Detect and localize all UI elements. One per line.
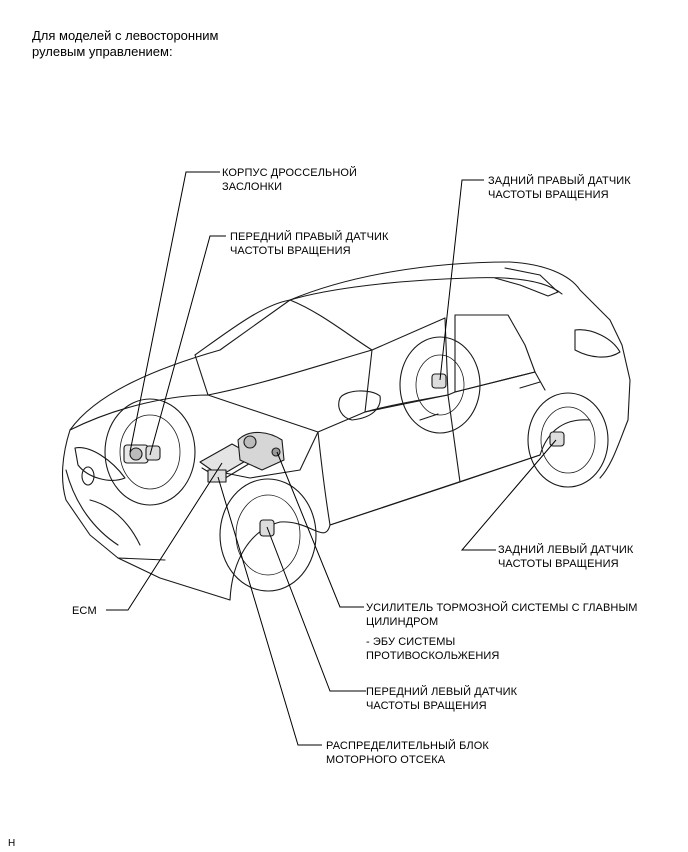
front-right-wheel-inner bbox=[119, 414, 181, 490]
label-rear-right-sensor-line-2: ЧАСТОТЫ ВРАЩЕНИЯ bbox=[488, 189, 609, 201]
car-lower-body bbox=[117, 419, 591, 601]
label-engine-relay-block: РАСПРЕДЕЛИТЕЛЬНЫЙ БЛОК МОТОРНОГО ОТСЕКА bbox=[326, 739, 489, 767]
car-grille bbox=[65, 469, 141, 546]
label-front-right-sensor: ПЕРЕДНИЙ ПРАВЫЙ ДАТЧИК ЧАСТОТЫ ВРАЩЕНИЯ bbox=[230, 230, 389, 258]
car-windshield bbox=[194, 299, 373, 396]
front-left-wheel-inner bbox=[235, 494, 301, 576]
car-hood bbox=[69, 394, 319, 479]
throttle-body-part bbox=[123, 444, 149, 464]
leader-front-right-sensor bbox=[149, 235, 226, 456]
label-brake-booster-sub-2: ПРОТИВОСКОЛЬЖЕНИЯ bbox=[366, 650, 500, 662]
leader-throttle-body bbox=[129, 171, 220, 453]
car-roof-line bbox=[289, 277, 563, 301]
label-front-left-sensor-line-2: ЧАСТОТЫ ВРАЩЕНИЯ bbox=[366, 700, 487, 712]
car-side-window-rear bbox=[454, 314, 536, 393]
label-front-left-sensor-line-1: ПЕРЕДНИЙ ЛЕВЫЙ ДАТЧИК bbox=[366, 686, 518, 698]
label-rear-left-sensor-line-2: ЧАСТОТЫ ВРАЩЕНИЯ bbox=[498, 558, 619, 570]
front-right-sensor-part bbox=[145, 445, 161, 461]
label-rear-left-sensor: ЗАДНИЙ ЛЕВЫЙ ДАТЧИК ЧАСТОТЫ ВРАЩЕНИЯ bbox=[498, 543, 633, 571]
car-door-handles bbox=[419, 381, 541, 421]
rear-right-wheel bbox=[399, 336, 481, 434]
leader-ecm bbox=[106, 462, 223, 611]
page-heading: Для моделей с левосторонним рулевым упра… bbox=[32, 28, 218, 60]
heading-line-2: рулевым управлением: bbox=[32, 44, 173, 59]
car-rear-spoiler bbox=[494, 267, 559, 297]
label-engine-relay-block-line-1: РАСПРЕДЕЛИТЕЛЬНЫЙ БЛОК bbox=[326, 740, 489, 752]
label-throttle-body-line-1: КОРПУС ДРОССЕЛЬНОЙ bbox=[222, 167, 358, 179]
leader-engine-relay-block bbox=[217, 476, 322, 746]
rear-left-wheel bbox=[527, 392, 609, 488]
label-brake-booster-line-1: УСИЛИТЕЛЬ ТОРМОЗНОЙ СИСТЕМЫ С ГЛАВНЫМ bbox=[366, 602, 638, 614]
car-body-outline bbox=[62, 261, 631, 601]
leader-front-left-sensor bbox=[266, 526, 366, 692]
car-side-mirror bbox=[338, 390, 381, 421]
car-headlight bbox=[74, 447, 126, 481]
label-brake-booster: УСИЛИТЕЛЬ ТОРМОЗНОЙ СИСТЕМЫ С ГЛАВНЫМ ЦИ… bbox=[366, 601, 638, 663]
label-brake-booster-sub-1: - ЭБУ СИСТЕМЫ bbox=[366, 636, 456, 648]
label-throttle-body: КОРПУС ДРОССЕЛЬНОЙ ЗАСЛОНКИ bbox=[222, 166, 357, 194]
label-front-right-sensor-line-1: ПЕРЕДНИЙ ПРАВЫЙ ДАТЧИК bbox=[230, 231, 389, 243]
label-brake-booster-line-2: ЦИЛИНДРОМ bbox=[366, 616, 439, 628]
heading-line-1: Для моделей с левосторонним bbox=[32, 28, 219, 43]
label-rear-left-sensor-line-1: ЗАДНИЙ ЛЕВЫЙ ДАТЧИК bbox=[498, 544, 634, 556]
rear-left-wheel-inner bbox=[540, 406, 596, 474]
brake-booster-part bbox=[237, 431, 285, 471]
rear-right-wheel-inner bbox=[415, 354, 465, 416]
car-emblem bbox=[81, 466, 95, 486]
label-front-right-sensor-line-2: ЧАСТОТЫ ВРАЩЕНИЯ bbox=[230, 245, 351, 257]
front-left-wheel bbox=[219, 478, 317, 592]
front-right-wheel bbox=[104, 398, 196, 506]
label-front-left-sensor: ПЕРЕДНИЙ ЛЕВЫЙ ДАТЧИК ЧАСТОТЫ ВРАЩЕНИЯ bbox=[366, 685, 517, 713]
leader-rear-left-sensor bbox=[460, 439, 557, 551]
label-throttle-body-line-2: ЗАСЛОНКИ bbox=[222, 181, 283, 193]
car-door-lines bbox=[317, 371, 546, 526]
label-rear-right-sensor: ЗАДНИЙ ПРАВЫЙ ДАТЧИК ЧАСТОТЫ ВРАЩЕНИЯ bbox=[488, 174, 631, 202]
leader-rear-right-sensor bbox=[439, 179, 484, 381]
leader-brake-booster bbox=[276, 451, 364, 608]
rear-right-sensor-part bbox=[431, 373, 447, 389]
footer-code: H bbox=[8, 838, 16, 849]
car-tail-light bbox=[574, 329, 621, 358]
label-rear-right-sensor-line-1: ЗАДНИЙ ПРАВЫЙ ДАТЧИК bbox=[488, 175, 631, 187]
label-engine-relay-block-line-2: МОТОРНОГО ОТСЕКА bbox=[326, 754, 446, 766]
label-ecm: ECM bbox=[72, 604, 97, 618]
label-ecm-line-1: ECM bbox=[72, 605, 97, 617]
